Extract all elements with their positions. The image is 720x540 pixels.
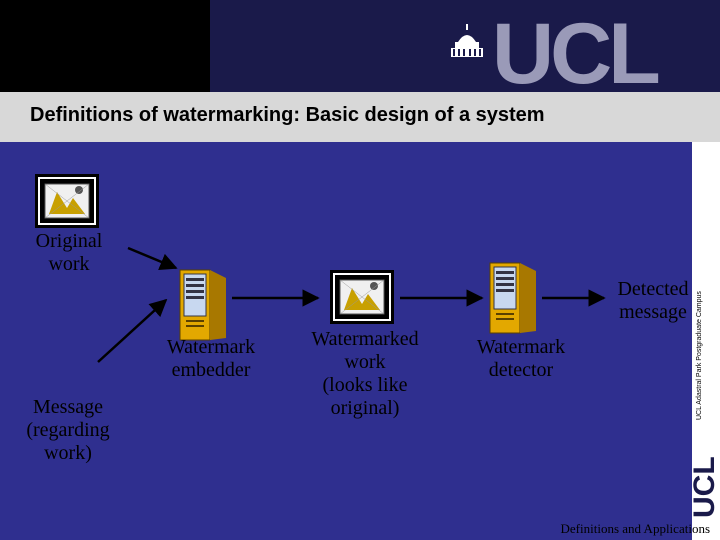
detector-server-icon — [489, 262, 537, 334]
message-label: Message (regarding work) — [12, 396, 124, 465]
detector-line1: Watermark — [476, 336, 566, 358]
detector-label: Watermark detector — [462, 336, 580, 382]
footer-text: Definitions and Applications — [560, 521, 710, 536]
original-work-line1: Original — [35, 230, 103, 252]
message-line3: work) — [44, 442, 92, 464]
marked-line4: original) — [330, 397, 400, 419]
ucl-dome-icon — [451, 24, 483, 57]
embedder-server-icon — [179, 269, 227, 341]
original-work-picture-icon — [34, 173, 100, 229]
sidebar-strip — [692, 142, 720, 540]
embedder-line1: Watermark — [166, 336, 256, 358]
embedder-line2: embedder — [171, 359, 251, 381]
message-line1: Message — [33, 396, 103, 418]
original-work-label: Original work — [24, 230, 114, 276]
original-work-line2: work — [48, 253, 90, 275]
title-band — [0, 92, 720, 142]
marked-line1: Watermarked — [311, 328, 419, 350]
arrow-original-to-embedder — [127, 246, 178, 271]
detected-message-label: Detected message — [608, 278, 698, 324]
watermarked-work-picture-icon — [329, 269, 395, 325]
embedder-label: Watermark embedder — [152, 336, 270, 382]
watermarked-work-label: Watermarked work (looks like original) — [296, 328, 434, 420]
marked-line3: (looks like — [322, 374, 408, 396]
detected-line2: message — [619, 301, 687, 323]
ucl-logo: UCL — [492, 6, 661, 102]
arrow-message-to-embedder — [97, 298, 168, 363]
page-title: Definitions of watermarking: Basic desig… — [30, 104, 545, 126]
marked-line2: work — [344, 351, 386, 373]
detected-line1: Detected — [617, 278, 689, 300]
header-black-block — [0, 0, 210, 92]
message-line2: (regarding — [26, 419, 110, 441]
detector-line2: detector — [488, 359, 554, 381]
